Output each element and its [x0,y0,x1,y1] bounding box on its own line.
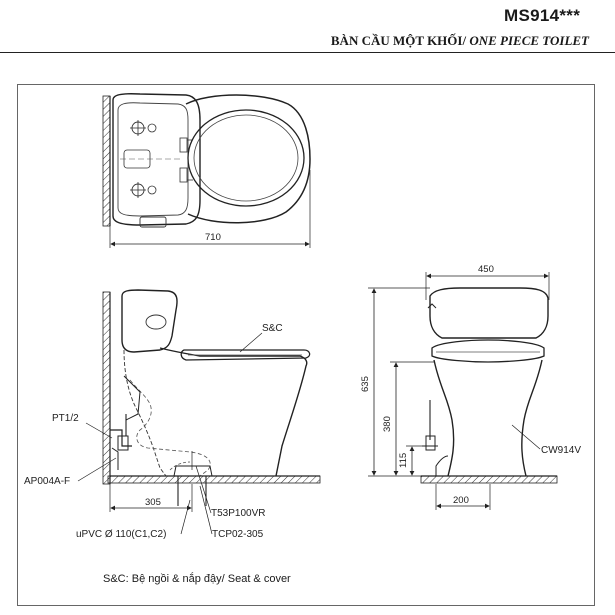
dim-supply-height: 115 [398,453,409,468]
dim-seat-height: 380 [382,416,393,432]
seat-side [180,349,311,361]
front-view: 450 635 380 115 200 CW914V [360,264,581,510]
bowl-outline-top [185,94,311,224]
seat-front [431,339,545,363]
label-bowl: CW914V [541,445,581,456]
pedestal-front [433,359,543,477]
side-floor [107,475,321,484]
body-side [159,347,308,477]
front-floor [420,475,558,484]
label-gasket: TCP02-305 [212,529,264,540]
top-wall [102,95,111,227]
tank-front [429,287,549,339]
side-view: 305 S&C PT1/2 AP004A-F T53P100VR uPVC Ø … [24,289,321,540]
top-view: 710 [102,93,311,248]
label-flange: T53P100VR [211,508,265,519]
legend-note: S&C: Bệ ngồi & nắp đậy/ Seat & cover [103,573,291,585]
header-rule [0,52,615,53]
dim-front-width: 450 [478,264,494,275]
side-wall [102,291,111,485]
tank-side [121,289,178,353]
title-en: ONE PIECE TOILET [469,33,589,48]
title-vi: BÀN CẦU MỘT KHỐI/ [330,33,470,48]
product-title: BÀN CẦU MỘT KHỐI/ ONE PIECE TOILET [331,33,589,49]
dim-rough-in: 305 [145,497,161,508]
drawing-frame [17,84,595,606]
label-supply: PT1/2 [52,413,79,424]
dim-top-width: 710 [205,232,221,243]
tank-outline [112,93,201,226]
dim-base-width: 200 [453,495,469,506]
seat-ring-top [187,109,305,207]
label-pipe: uPVC Ø 110(C1,C2) [76,529,166,540]
label-angle-valve: AP004A-F [24,476,70,487]
dim-total-height: 635 [360,376,371,392]
label-seat-cover: S&C [262,323,283,334]
model-number: MS914*** [504,6,581,25]
